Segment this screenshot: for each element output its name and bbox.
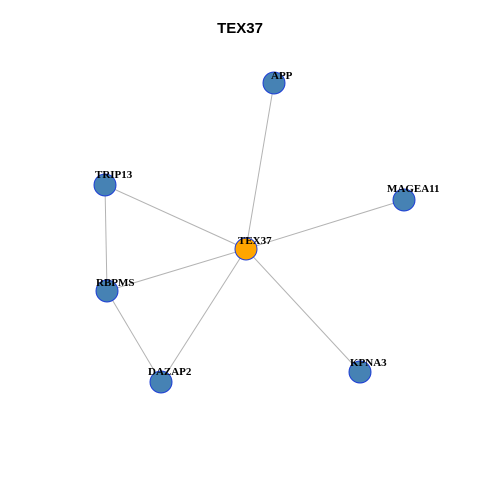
node-rbpms[interactable] — [95, 279, 119, 303]
node-layer — [93, 71, 416, 394]
node-label-dazap2: DAZAP2 — [148, 366, 192, 378]
node-label-magea11: MAGEA11 — [387, 183, 440, 195]
edge-tex37-trip13 — [104, 184, 247, 250]
node-label-rbpms: RBPMS — [96, 277, 135, 289]
edge-trip13-rbpms — [104, 184, 108, 292]
node-label-trip13: TRIP13 — [95, 169, 133, 181]
node-dazap2[interactable] — [149, 370, 173, 394]
node-tex37[interactable] — [234, 237, 258, 261]
edge-rbpms-dazap2 — [106, 290, 162, 383]
node-magea11[interactable] — [392, 188, 416, 212]
node-app[interactable] — [262, 71, 286, 95]
edge-tex37-kpna3 — [245, 248, 361, 373]
edge-tex37-rbpms — [106, 248, 247, 292]
edge-tex37-magea11 — [245, 199, 405, 250]
node-label-app: APP — [271, 70, 293, 82]
node-kpna3[interactable] — [348, 360, 372, 384]
edge-tex37-app — [245, 82, 275, 250]
edge-layer — [104, 82, 405, 383]
node-label-tex37: TEX37 — [238, 235, 272, 247]
figure-title: TEX37 — [217, 20, 263, 37]
node-trip13[interactable] — [93, 173, 117, 197]
node-label-kpna3: KPNA3 — [350, 357, 387, 369]
edge-tex37-dazap2 — [160, 248, 247, 383]
